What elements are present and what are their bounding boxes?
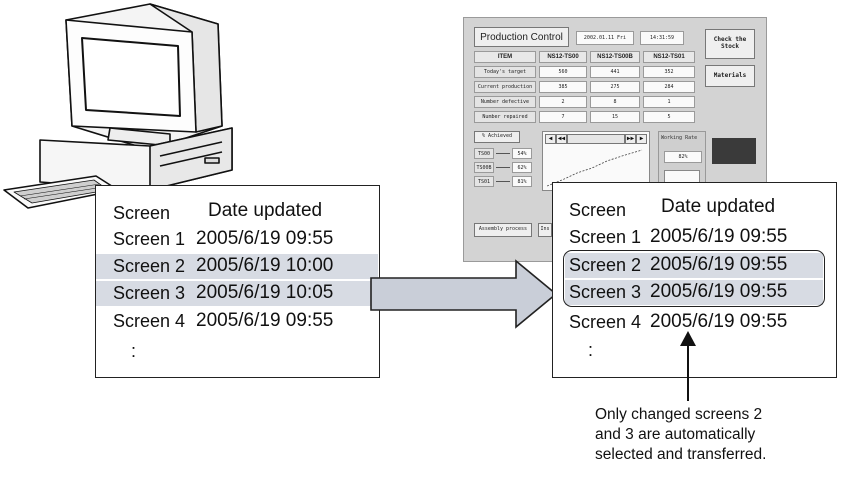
list-item: Screen 1 2005/6/19 09:55	[96, 227, 378, 252]
table-row-label: Current production	[474, 81, 536, 93]
achieved-row-value: 62%	[512, 162, 532, 173]
screen-name: Screen 3	[113, 283, 186, 303]
screen-name: Screen 1	[569, 227, 642, 247]
table-row-label: Number repaired	[474, 111, 536, 123]
table-cell: 15	[590, 111, 640, 123]
list-item-highlighted: Screen 3 2005/6/19 09:55	[565, 280, 823, 305]
panel-date: 2002.01.11 Fri	[576, 31, 634, 45]
table-row-label: Number defective	[474, 96, 536, 108]
production-control-button[interactable]: Production Control	[474, 27, 569, 47]
table-cell: 1	[643, 96, 695, 108]
achieved-bar	[496, 167, 510, 168]
scroll-left-icon[interactable]: ◀	[545, 134, 556, 144]
table-cell: 385	[539, 81, 587, 93]
achieved-row-label: TS00B	[474, 162, 494, 173]
table-cell: 7	[539, 111, 587, 123]
table-cell: 2	[539, 96, 587, 108]
list-item: Screen 4 2005/6/19 09:55	[553, 310, 835, 335]
screen-name: Screen 4	[113, 311, 186, 331]
assembly-process-button[interactable]: Assembly process	[474, 223, 532, 237]
list-item-highlighted: Screen 2 2005/6/19 09:55	[565, 253, 823, 278]
column-header-screen: Screen	[569, 200, 627, 220]
trend-graph: ◀ ◀◀ ▶▶ ▶	[542, 131, 650, 191]
note-line: selected and transferred.	[595, 446, 767, 463]
table-header-col1: NS12-TS00	[539, 51, 587, 63]
callout-note: Only changed screens 2 and 3 are automat…	[595, 405, 845, 465]
list-item-highlighted: Screen 3 2005/6/19 10:05	[96, 281, 378, 306]
table-cell: 352	[643, 66, 695, 78]
production-control-panel: Production Control 2002.01.11 Fri 14:31:…	[463, 17, 767, 262]
screen-date: 2005/6/19 09:55	[650, 254, 788, 275]
list-item-highlighted: Screen 2 2005/6/19 10:00	[96, 254, 378, 279]
scroll-right-icon[interactable]: ▶	[636, 134, 647, 144]
list-item: Screen 4 2005/6/19 09:55	[96, 309, 378, 334]
table-cell: 441	[590, 66, 640, 78]
screen-date: 2005/6/19 09:55	[196, 228, 334, 249]
table-cell: 5	[643, 111, 695, 123]
achieved-bar	[496, 153, 510, 154]
table-cell: 560	[539, 66, 587, 78]
list-item: Screen 1 2005/6/19 09:55	[553, 225, 835, 250]
more-rows-ellipsis: :	[131, 341, 137, 361]
column-header-date: Date updated	[208, 200, 323, 221]
achieved-row-label: TS00	[474, 148, 494, 159]
callout-arrow-icon	[680, 331, 696, 401]
screen-name: Screen 3	[569, 282, 642, 302]
transfer-arrow-icon	[370, 259, 558, 329]
table-header-col3: NS12-TS01	[643, 51, 695, 63]
table-header-item: ITEM	[474, 51, 536, 63]
note-line: Only changed screens 2	[595, 406, 763, 423]
pc-screen-list: Screen Date updated Screen 1 2005/6/19 0…	[95, 185, 380, 378]
scroll-far-left-icon[interactable]: ◀◀	[556, 134, 567, 144]
screen-date: 2005/6/19 09:55	[650, 311, 788, 332]
materials-button[interactable]: Materials	[705, 65, 755, 87]
achieved-bar	[496, 181, 510, 182]
changed-screens-outline	[563, 250, 825, 307]
screen-date: 2005/6/19 10:00	[196, 255, 334, 276]
screen-date: 2005/6/19 09:55	[196, 310, 334, 331]
note-line: and 3 are automatically	[595, 426, 756, 443]
screen-date: 2005/6/19 09:55	[650, 281, 788, 302]
table-header-col2: NS12-TS00B	[590, 51, 640, 63]
desktop-computer-illustration	[3, 3, 233, 209]
scrollbar-track[interactable]	[567, 134, 625, 144]
table-cell: 284	[643, 81, 695, 93]
column-header-date: Date updated	[661, 196, 776, 217]
achieved-label-button[interactable]: % Achieved	[474, 131, 520, 143]
working-rate-bar	[712, 138, 756, 164]
working-rate-value: 82%	[664, 151, 702, 163]
column-header-screen: Screen	[113, 203, 171, 223]
screen-name: Screen 2	[113, 256, 186, 276]
scroll-far-right-icon[interactable]: ▶▶	[625, 134, 636, 144]
working-rate-label: Working Rate	[661, 135, 698, 141]
screen-name: Screen 2	[569, 255, 642, 275]
table-cell: 8	[590, 96, 640, 108]
achieved-row-value: 54%	[512, 148, 532, 159]
check-stock-button[interactable]: Check the Stock	[705, 29, 755, 59]
trend-line-icon	[547, 149, 643, 187]
table-cell: 275	[590, 81, 640, 93]
screen-date: 2005/6/19 10:05	[196, 282, 334, 303]
panel-screen-list: Screen Date updated Screen 1 2005/6/19 0…	[552, 182, 837, 378]
panel-time: 14:31:59	[640, 31, 684, 45]
achieved-row-value: 81%	[512, 176, 532, 187]
more-rows-ellipsis: :	[588, 340, 594, 360]
inspection-button[interactable]: Ins	[538, 223, 552, 237]
screen-name: Screen 4	[569, 312, 642, 332]
screen-date: 2005/6/19 09:55	[650, 226, 788, 247]
screen-name: Screen 1	[113, 229, 186, 249]
achieved-row-label: TS01	[474, 176, 494, 187]
table-row-label: Today's target	[474, 66, 536, 78]
